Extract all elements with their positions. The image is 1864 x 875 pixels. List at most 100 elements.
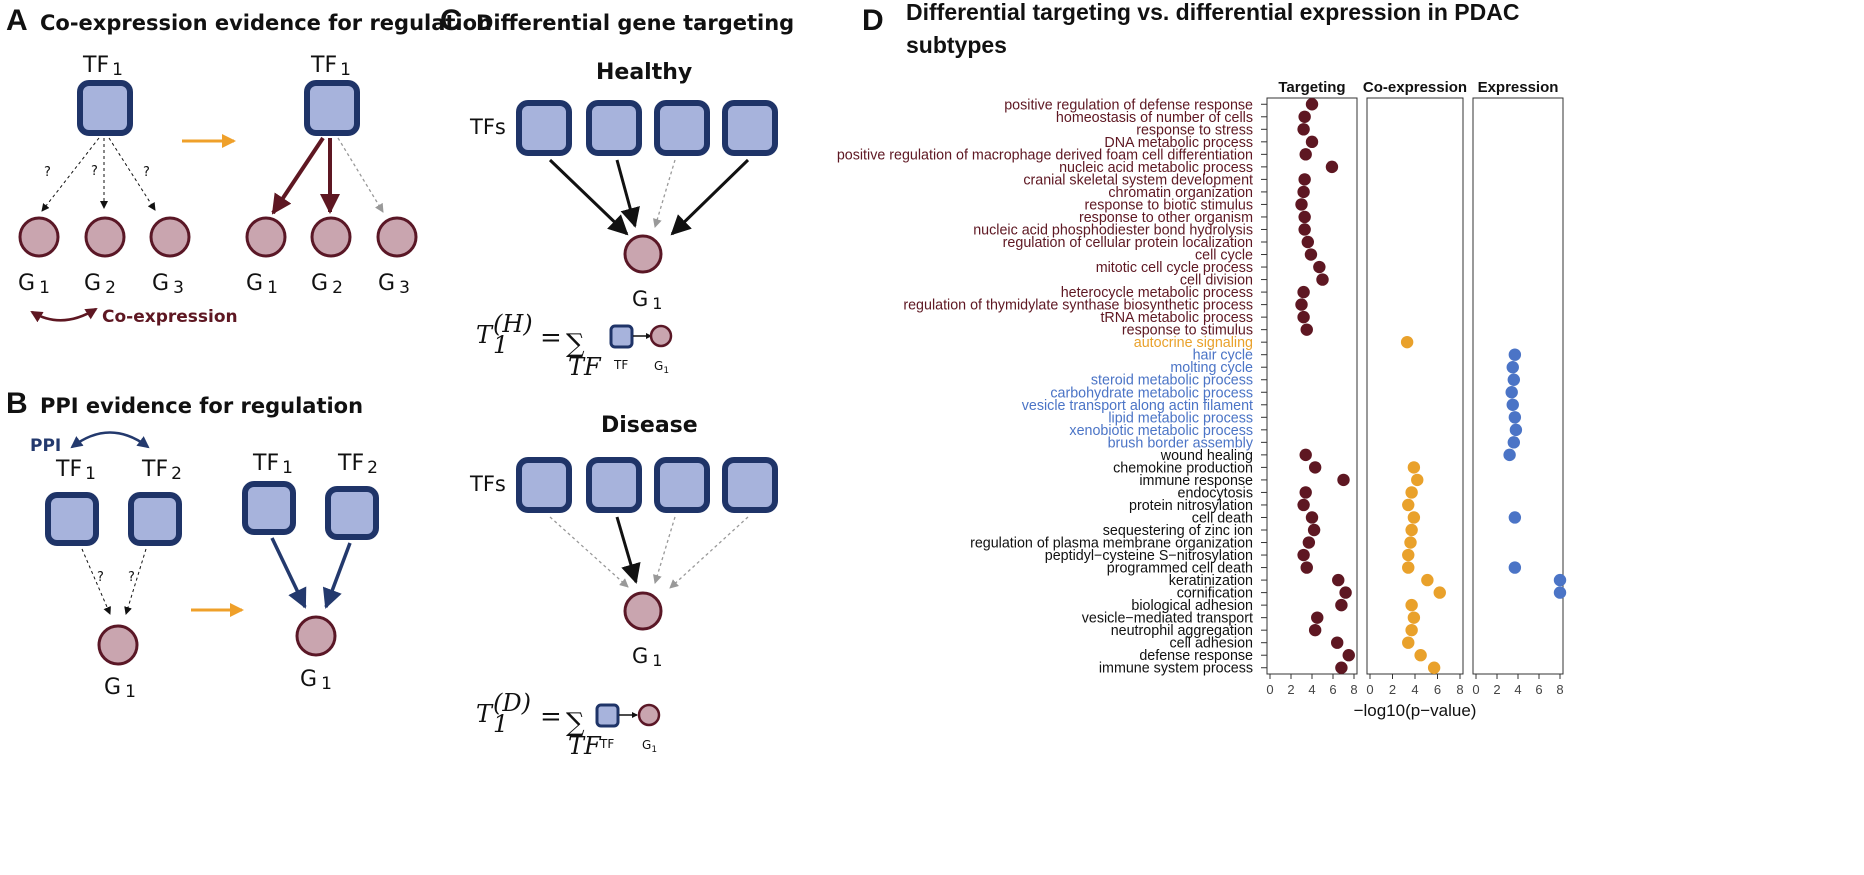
mini-g-label: G1 <box>642 738 657 755</box>
healthy-heading: Healthy <box>596 60 692 85</box>
term-label: homeostasis of number of cells <box>1056 110 1253 126</box>
data-point-targeting <box>1301 235 1315 249</box>
regulation-edge <box>322 542 352 609</box>
data-point-coexpression <box>1405 598 1418 612</box>
data-point-coexpression <box>1402 498 1415 512</box>
eq-symbol: T <box>476 700 494 728</box>
term-label: hair cycle <box>1193 348 1253 364</box>
data-point-targeting <box>1297 498 1310 512</box>
tf-node <box>242 481 296 535</box>
tf-node <box>128 492 182 546</box>
term-label: autocrine signaling <box>1134 335 1253 351</box>
x-tick-label: 8 <box>1456 682 1463 697</box>
mini-g-label: G1 <box>654 359 669 376</box>
x-tick-label: 4 <box>1308 682 1315 697</box>
data-point-targeting <box>1302 536 1316 549</box>
panel-b-letter: B <box>6 387 28 420</box>
term-label: tRNA metabolic process <box>1100 310 1253 326</box>
mini-gene-node <box>637 703 661 727</box>
x-tick-label: 6 <box>1329 682 1336 697</box>
data-point-targeting <box>1295 298 1308 311</box>
data-point-coexpression <box>1402 561 1415 574</box>
data-point-expression <box>1507 436 1521 449</box>
data-point-expression <box>1507 373 1521 386</box>
gene-node <box>97 624 139 666</box>
data-point-expression <box>1506 361 1519 374</box>
data-point-targeting <box>1299 486 1312 499</box>
eq-sum: ∑ <box>566 708 585 738</box>
data-point-targeting <box>1316 273 1329 286</box>
eq-subscript: 1 <box>493 331 508 359</box>
data-point-coexpression <box>1405 486 1418 499</box>
data-point-expression <box>1508 348 1522 361</box>
data-point-targeting <box>1332 573 1345 587</box>
data-point-targeting <box>1297 185 1310 199</box>
term-label: biological adhesion <box>1131 598 1253 614</box>
term-label: neutrophil aggregation <box>1111 623 1253 639</box>
data-point-targeting <box>1299 148 1312 161</box>
term-label: positive regulation of defense response <box>1004 97 1253 113</box>
term-label: cell death <box>1192 510 1253 526</box>
tf-node <box>516 100 572 156</box>
data-point-expression <box>1509 423 1523 437</box>
term-label: keratinization <box>1169 573 1253 589</box>
disease-equation: T 1 (D) = ∑ TF TF G1 <box>476 689 661 760</box>
term-label: xenobiotic metabolic process <box>1069 423 1253 439</box>
term-label: programmed cell death <box>1107 561 1253 577</box>
tf-node <box>516 457 572 513</box>
question-mark: ? <box>44 165 51 180</box>
data-point-expression <box>1506 398 1519 411</box>
panel-d-title-line1: Differential targeting vs. differential … <box>906 0 1519 25</box>
data-point-expression <box>1553 586 1567 599</box>
weak-edge <box>549 516 629 588</box>
data-point-targeting <box>1337 473 1350 487</box>
question-mark: ? <box>91 164 98 179</box>
data-point-expression <box>1508 561 1522 574</box>
x-tick-label: 2 <box>1287 682 1294 697</box>
weak-edge <box>337 137 384 213</box>
eq-superscript-d: (D) <box>493 689 531 717</box>
x-tick-label: 2 <box>1493 682 1500 697</box>
question-mark: ? <box>97 570 104 585</box>
tfs-label: TFs <box>469 472 506 496</box>
tf-node <box>77 80 133 136</box>
data-point-targeting <box>1300 561 1313 574</box>
term-label: response to stress <box>1136 122 1253 138</box>
facet-label: Expression <box>1478 79 1559 96</box>
x-tick-label: 8 <box>1350 682 1357 697</box>
panel-a: A Co-expression evidence for regulation … <box>6 4 492 327</box>
term-label: regulation of cellular protein localizat… <box>1003 235 1253 251</box>
data-point-coexpression <box>1405 623 1418 637</box>
data-point-coexpression <box>1433 586 1446 599</box>
weak-edge <box>669 516 749 589</box>
data-point-expression <box>1503 448 1516 462</box>
data-point-coexpression <box>1405 523 1418 537</box>
x-tick-label: 4 <box>1514 682 1521 697</box>
mini-tf-label: TF <box>613 358 628 372</box>
data-point-expression <box>1508 511 1522 524</box>
gene-node <box>18 216 60 258</box>
data-point-targeting <box>1308 623 1322 637</box>
tf-node <box>45 492 99 546</box>
data-point-targeting <box>1335 661 1348 674</box>
coexpression-label: Co-expression <box>102 307 238 327</box>
ppi-label: PPI <box>30 436 61 456</box>
data-point-targeting <box>1299 448 1312 462</box>
data-point-targeting <box>1298 110 1311 123</box>
question-mark: ? <box>143 165 150 180</box>
term-label: brush border assembly <box>1108 435 1254 451</box>
term-label: regulation of thymidylate synthase biosy… <box>903 298 1253 314</box>
panel-a-title: Co-expression evidence for regulation <box>40 11 492 35</box>
eq-symbol: T <box>476 321 494 349</box>
data-point-targeting <box>1339 586 1352 599</box>
weak-edge <box>653 516 676 584</box>
uncertain-edge <box>124 548 147 615</box>
data-point-targeting <box>1298 223 1311 236</box>
panel-d-title-line2: subtypes <box>906 32 1007 58</box>
eq-equals: = <box>540 702 562 732</box>
